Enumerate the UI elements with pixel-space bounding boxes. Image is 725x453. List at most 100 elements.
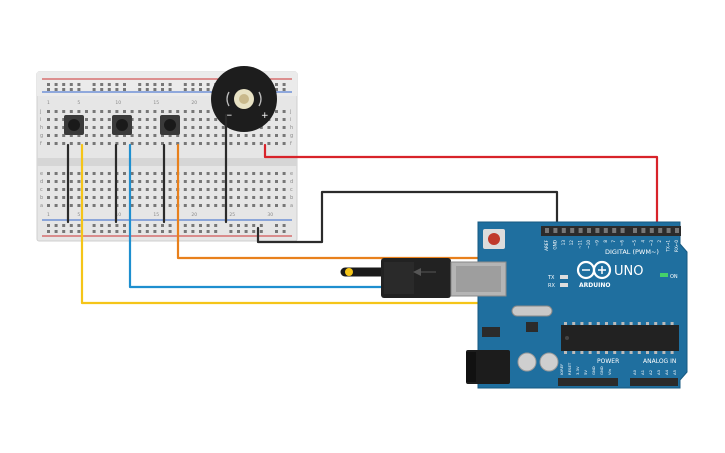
terminal-hole	[100, 110, 104, 113]
terminal-hole	[282, 172, 286, 175]
column-number: 25	[229, 212, 235, 218]
terminal-hole	[191, 180, 195, 183]
terminal-hole	[138, 196, 142, 199]
header-pin[interactable]	[675, 228, 679, 233]
header-pin[interactable]	[603, 228, 608, 233]
terminal-hole	[100, 118, 104, 121]
terminal-hole	[145, 196, 149, 199]
terminal-hole	[275, 126, 278, 129]
digital-label: DIGITAL (PWM~)	[605, 248, 659, 256]
terminal-hole	[138, 180, 142, 183]
terminal-hole	[199, 110, 202, 113]
rail-hole	[161, 230, 164, 233]
header-pin[interactable]	[595, 228, 600, 233]
rail-hole	[206, 88, 210, 91]
rail-hole	[47, 83, 50, 86]
rail-hole	[123, 224, 126, 227]
analog-pin-label: A2	[648, 369, 653, 375]
pin-label: ~6	[620, 240, 625, 247]
header-pin[interactable]	[587, 228, 591, 233]
terminal-hole	[153, 196, 157, 199]
terminal-hole	[199, 172, 202, 175]
terminal-hole	[176, 134, 180, 137]
terminal-hole	[267, 134, 271, 137]
buzzer-plus-label: +	[261, 111, 269, 121]
rail-hole	[244, 224, 248, 227]
terminal-hole	[161, 110, 164, 113]
terminal-hole	[206, 134, 210, 137]
pin-label: ~5	[632, 240, 637, 247]
rail-hole	[237, 230, 240, 233]
header-pin[interactable]	[561, 228, 566, 233]
terminal-hole	[145, 188, 149, 191]
rail-hole	[229, 230, 233, 233]
column-number: 1	[47, 212, 50, 218]
terminal-hole	[130, 126, 134, 129]
terminal-hole	[62, 134, 66, 137]
terminal-hole	[183, 126, 187, 129]
push-button-2[interactable]	[112, 115, 132, 135]
black-wire-gnd[interactable]	[256, 190, 559, 244]
terminal-hole	[138, 126, 142, 129]
rail-hole	[138, 230, 142, 233]
pin-label: AREF	[544, 239, 549, 250]
terminal-hole	[153, 126, 157, 129]
push-button-3[interactable]	[160, 115, 180, 135]
header-pin[interactable]	[553, 228, 558, 233]
terminal-hole	[145, 126, 149, 129]
usb-cable[interactable]	[340, 258, 507, 298]
terminal-hole	[62, 118, 66, 121]
header-pin[interactable]	[578, 228, 583, 233]
terminal-hole	[115, 110, 119, 113]
rail-hole	[168, 224, 172, 227]
capacitor-2	[539, 352, 559, 372]
rail-hole	[191, 83, 195, 86]
header-pin[interactable]	[545, 228, 549, 233]
header-pin[interactable]	[649, 228, 654, 233]
push-button-1[interactable]	[64, 115, 84, 135]
terminal-hole	[77, 196, 81, 199]
header-pin[interactable]	[570, 228, 575, 233]
terminal-hole	[244, 196, 248, 199]
rail-hole	[252, 230, 256, 233]
terminal-hole	[252, 188, 256, 191]
row-letter: g	[290, 133, 293, 139]
terminal-hole	[138, 110, 142, 113]
rail-hole	[214, 224, 218, 227]
brand-label: ARDUINO	[579, 282, 610, 289]
rail-hole	[206, 230, 210, 233]
rail-hole	[69, 230, 73, 233]
terminal-hole	[221, 204, 225, 207]
power-pin-label: Vin	[607, 368, 612, 375]
piezo-buzzer[interactable]: − +	[211, 66, 277, 132]
terminal-hole	[47, 126, 50, 129]
red-wire-buzzer[interactable]	[263, 143, 659, 234]
terminal-hole	[138, 172, 142, 175]
rail-hole	[62, 230, 66, 233]
header-pin[interactable]	[641, 228, 646, 233]
terminal-hole	[275, 134, 278, 137]
terminal-hole	[54, 118, 58, 121]
header-pin[interactable]	[633, 228, 637, 233]
rail-hole	[282, 230, 286, 233]
header-pin[interactable]	[666, 228, 671, 233]
terminal-hole	[267, 188, 271, 191]
terminal-hole	[191, 142, 195, 145]
rail-hole	[237, 224, 240, 227]
terminal-hole	[214, 126, 218, 129]
header-pin[interactable]	[658, 228, 663, 233]
terminal-hole	[138, 204, 142, 207]
terminal-hole	[275, 142, 278, 145]
header-pin[interactable]	[612, 228, 617, 233]
terminal-hole	[282, 110, 286, 113]
terminal-hole	[191, 196, 195, 199]
terminal-hole	[47, 204, 50, 207]
power-jack	[466, 350, 510, 384]
row-letter: f	[290, 141, 292, 147]
terminal-hole	[77, 180, 81, 183]
terminal-hole	[54, 180, 58, 183]
terminal-hole	[92, 172, 96, 175]
header-pin[interactable]	[620, 228, 625, 233]
